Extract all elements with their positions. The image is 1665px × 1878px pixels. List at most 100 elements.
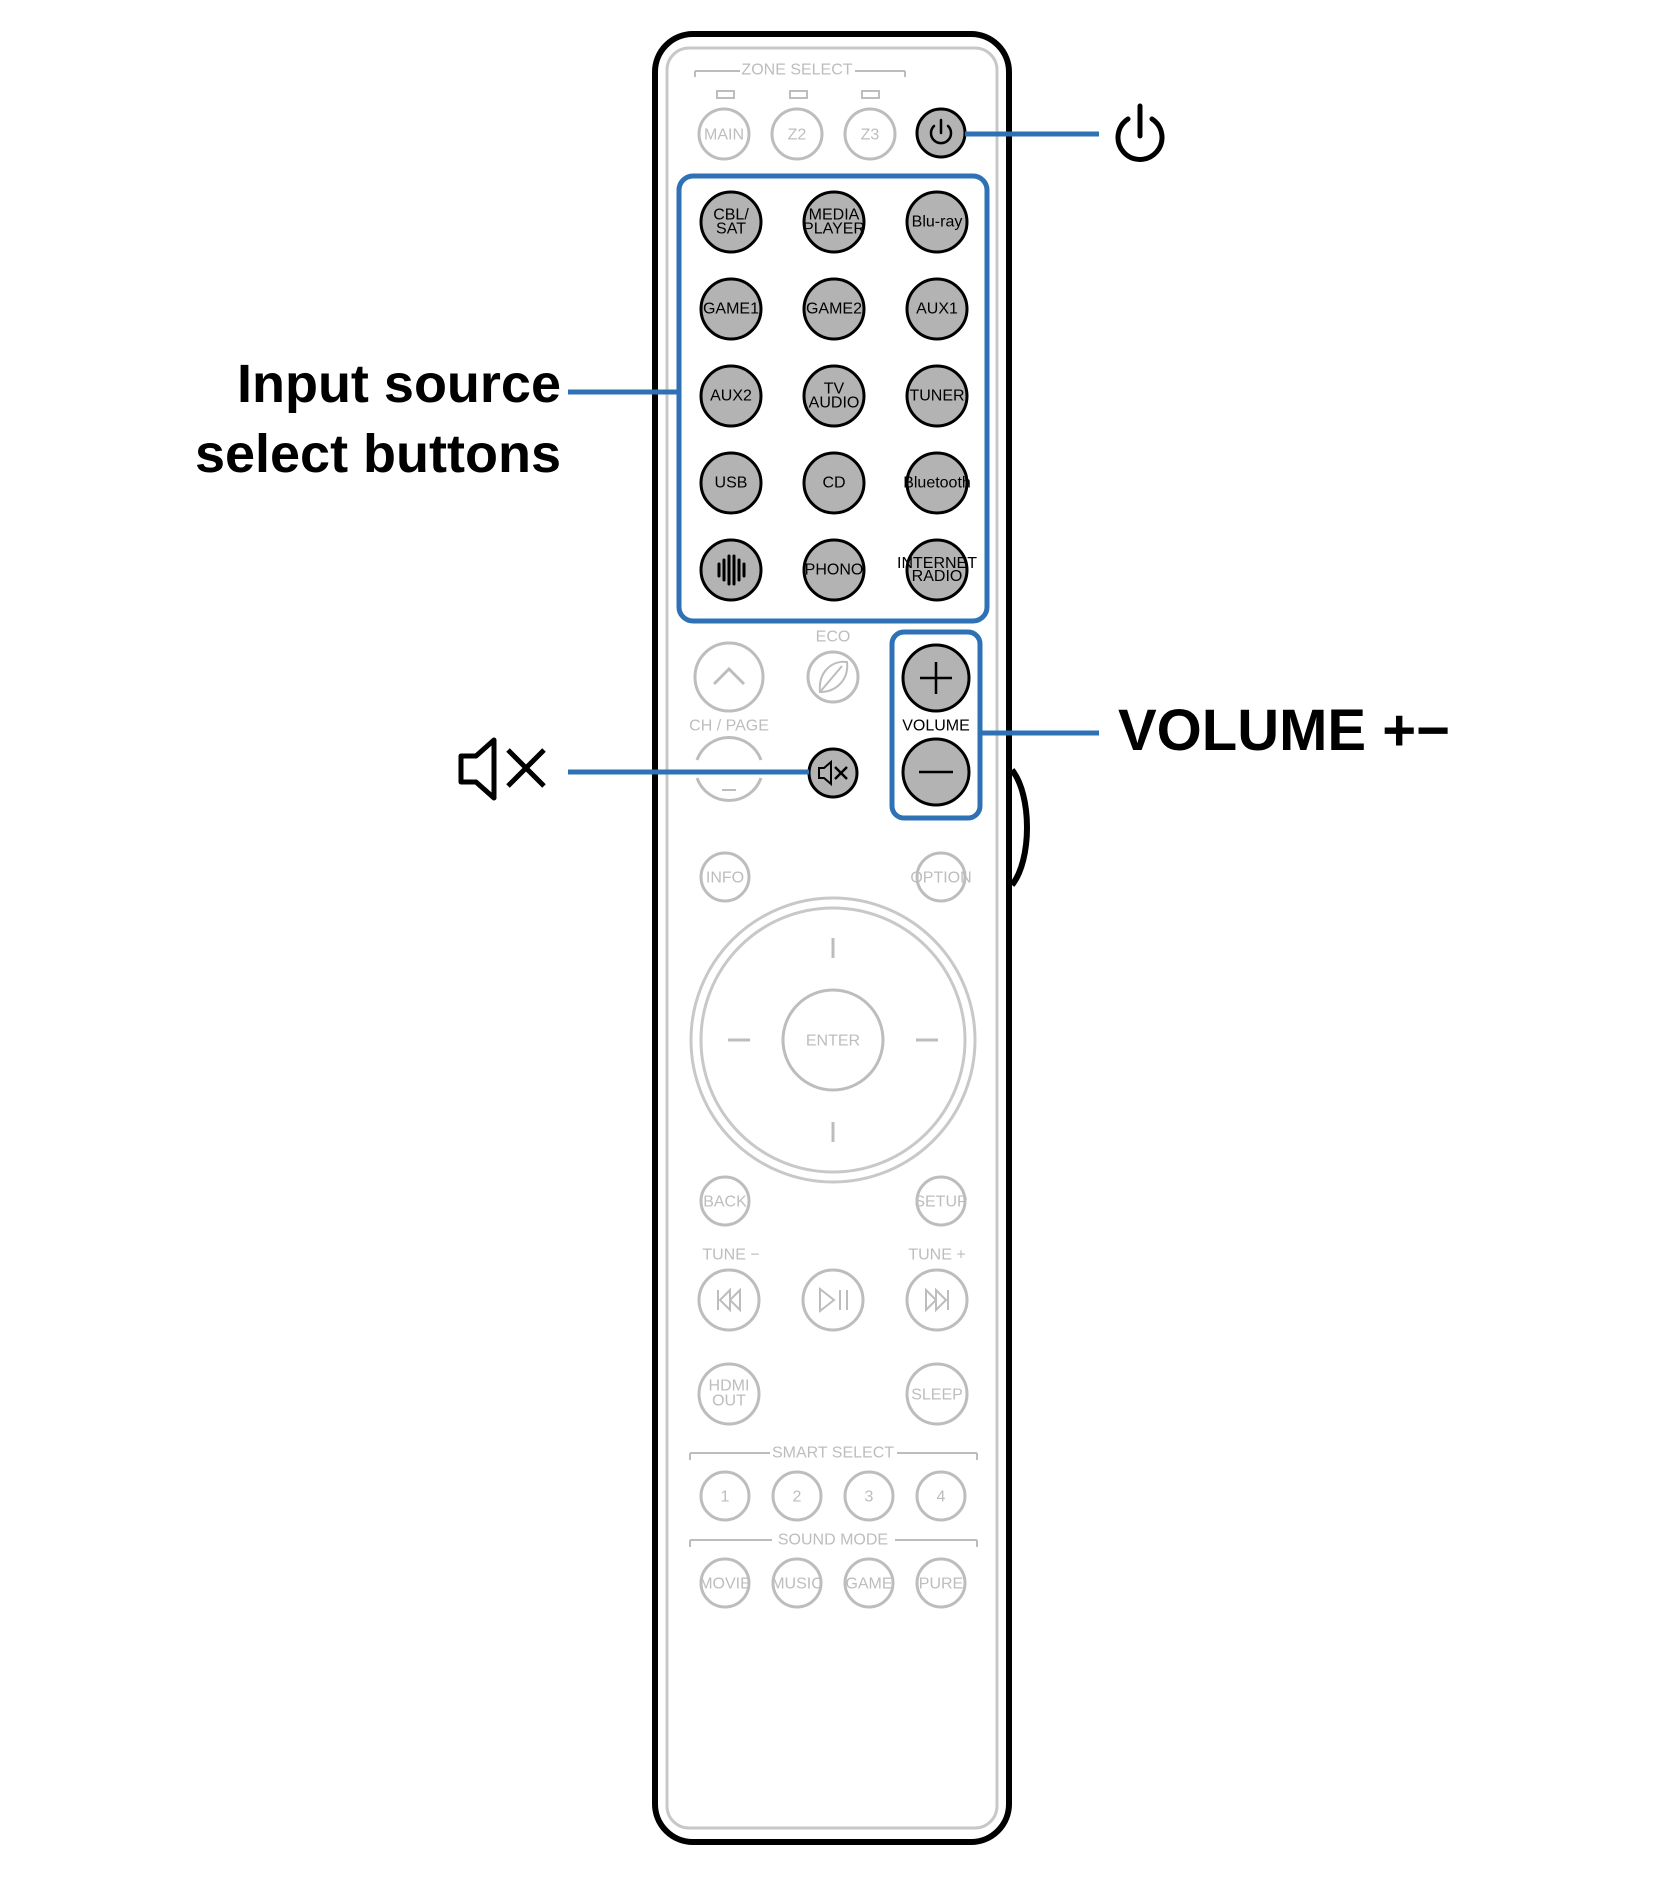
svg-text:ENTER: ENTER [806,1033,860,1050]
svg-text:BACK: BACK [703,1194,747,1211]
svg-text:INFO: INFO [706,870,744,887]
input-game1-button[interactable]: GAME1 [699,277,763,341]
zone-led-z3 [861,90,880,99]
tune-plus-label: TUNE + [908,1247,965,1264]
smart-select-3-button[interactable]: 3 [843,1470,895,1522]
input-cd-button[interactable]: CD [802,451,866,515]
tune-minus-label: TUNE − [702,1247,759,1264]
svg-text:SLEEP: SLEEP [911,1387,963,1404]
leaf-icon [818,660,849,694]
smart-select-1-button[interactable]: 1 [699,1470,751,1522]
input-blu-ray-button[interactable]: Blu-ray [905,190,969,254]
volume-frame [889,629,983,821]
input-cbl-sat-button[interactable]: CBL/SAT [699,190,763,254]
zone-main-button[interactable]: MAIN [697,107,751,161]
zone-select: ZONE SELECT MAIN Z2 Z3 [694,62,906,161]
input-button-label: Blu-ray [912,214,963,231]
smart-select-label: SMART SELECT [772,1445,894,1462]
option-button[interactable]: OPTION [910,851,972,903]
input-phono-button[interactable]: PHONO [802,538,866,602]
play-pause-icon [819,1286,848,1314]
input-usb-button[interactable]: USB [699,451,763,515]
sound-mode-group: SOUND MODE [689,1532,978,1549]
sound-mode-label: PURE [919,1576,963,1593]
mute-button[interactable] [807,747,859,799]
input-bluetooth-button[interactable]: Bluetooth [903,451,971,515]
input-button-label: USB [715,475,748,492]
ch-page-up-button[interactable] [693,641,765,713]
input-button-label: PLAYER [803,221,865,238]
input-button-label: CD [822,475,845,492]
skip-forward-button[interactable] [905,1268,969,1332]
svg-text:Z3: Z3 [861,127,880,144]
power-icon [929,118,953,145]
svg-text:MAIN: MAIN [704,127,744,144]
back-button[interactable]: BACK [699,1175,751,1227]
heos-icon [717,554,746,586]
enter-button[interactable]: ENTER [781,988,885,1092]
sound-mode-pure-button[interactable]: PURE [915,1557,967,1609]
svg-text:OUT: OUT [712,1393,746,1410]
smart-select-2-button[interactable]: 2 [771,1470,823,1522]
input-source-callout-line2: select buttons [195,424,561,484]
sound-mode-movie-button[interactable]: MOVIE [699,1557,751,1609]
input-button-label: AUX1 [916,301,958,318]
zone-z3-button[interactable]: Z3 [843,107,897,161]
power-callout-icon [1115,103,1165,162]
eco-button[interactable] [806,650,860,704]
input-aux1-button[interactable]: AUX1 [905,277,969,341]
zone-led-z2 [789,90,808,99]
input-button-label: MEDIA [809,206,860,223]
input-button-label: RADIO [912,568,963,585]
power-button[interactable] [915,107,967,159]
input-button-label: PHONO [805,562,864,579]
input-button-label: AUDIO [809,395,860,412]
play-pause-button[interactable] [801,1268,865,1332]
info-button[interactable]: INFO [699,851,751,903]
svg-text:OPTION: OPTION [910,870,971,887]
input-source-frame [676,173,990,624]
smart-select-label: 2 [793,1489,802,1506]
input-aux2-button[interactable]: AUX2 [699,364,763,428]
input-button-label: GAME1 [703,301,759,318]
ch-page-down-button[interactable] [695,735,763,803]
smart-select-buttons: 1 2 3 4 [699,1470,967,1522]
smart-select-4-button[interactable]: 4 [915,1470,967,1522]
input-button-label: GAME2 [806,301,862,318]
smart-select-group: SMART SELECT [689,1445,978,1462]
sound-mode-game-button[interactable]: GAME [843,1557,895,1609]
input-button-label: TUNER [909,388,964,405]
eco-label: ECO [816,629,851,646]
input-button-label: INTERNET [897,555,977,572]
zone-led-main [716,90,735,99]
input-heos-button[interactable] [699,538,763,602]
svg-text:SETUP: SETUP [914,1194,967,1211]
mute-icon [818,759,848,787]
smart-select-label: 4 [937,1489,946,1506]
skip-back-button[interactable] [697,1268,761,1332]
sleep-button[interactable]: SLEEP [905,1362,969,1426]
zone-z2-button[interactable]: Z2 [770,107,824,161]
input-button-label: SAT [716,221,746,238]
volume-up-button[interactable] [901,643,971,713]
input-button-label: Bluetooth [903,475,971,492]
sound-mode-label: MUSIC [771,1576,823,1593]
ch-page-label: CH / PAGE [689,718,769,735]
volume-down-button[interactable] [901,737,971,807]
cursor-pad[interactable] [689,896,977,1184]
input-source-callout-line1: Input source [237,354,561,414]
hdmi-out-button[interactable]: HDMI OUT [697,1362,761,1426]
input-tuner-button[interactable]: TUNER [905,364,969,428]
input-game2-button[interactable]: GAME2 [802,277,866,341]
sound-mode-music-button[interactable]: MUSIC [771,1557,823,1609]
skip-back-icon [717,1287,741,1313]
input-button-label: AUX2 [710,388,752,405]
setup-button[interactable]: SETUP [914,1175,968,1227]
sound-mode-label: GAME [845,1576,892,1593]
sound-mode-buttons: MOVIE MUSIC GAME PURE [699,1557,967,1609]
svg-text:Z2: Z2 [788,127,807,144]
